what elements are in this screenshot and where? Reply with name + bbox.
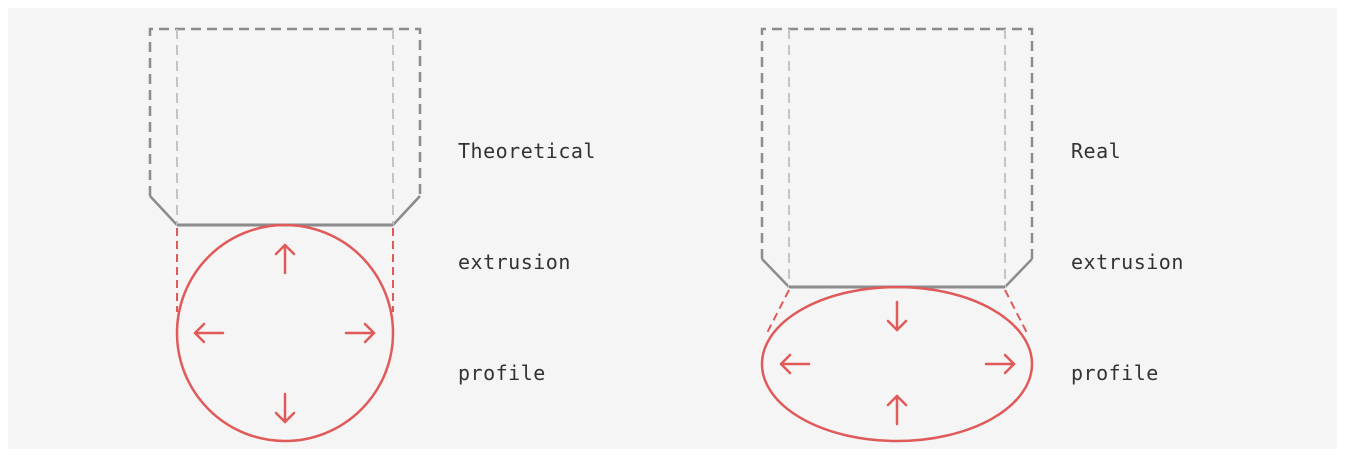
real-label-line-2: extrusion bbox=[1071, 250, 1184, 274]
theoretical-label: Theoretical extrusion profile bbox=[458, 59, 596, 429]
real-guide-left bbox=[765, 289, 790, 336]
real-label-line-3: profile bbox=[1071, 361, 1159, 385]
real-guide-right bbox=[1004, 289, 1029, 336]
real-nozzle-outline bbox=[760, 27, 1034, 259]
theoretical-nozzle-outline bbox=[148, 27, 422, 226]
theoretical-nozzle-outline-left-tip bbox=[149, 195, 178, 226]
theoretical-label-line-3: profile bbox=[458, 361, 546, 385]
theoretical-nozzle-outline-right-tip bbox=[392, 195, 421, 226]
real-nozzle-outline-right-tip bbox=[1004, 258, 1033, 288]
theoretical-label-line-1: Theoretical bbox=[458, 139, 596, 163]
real-arrow-down-icon bbox=[886, 300, 908, 332]
theoretical-diagram bbox=[148, 27, 422, 443]
real-nozzle-outline-left-tip bbox=[761, 258, 790, 288]
real-arrow-up-icon bbox=[886, 394, 908, 426]
theoretical-arrow-down-icon bbox=[274, 392, 296, 424]
real-label-line-1: Real bbox=[1071, 139, 1122, 163]
real-profile-ellipse bbox=[760, 285, 1034, 443]
theoretical-arrow-right-icon bbox=[344, 322, 376, 344]
theoretical-arrow-left-icon bbox=[193, 322, 225, 344]
theoretical-profile-circle bbox=[175, 223, 395, 443]
theoretical-arrow-up-icon bbox=[274, 243, 296, 275]
theoretical-label-line-2: extrusion bbox=[458, 250, 571, 274]
real-arrow-left-icon bbox=[779, 353, 811, 375]
real-arrow-right-icon bbox=[984, 353, 1016, 375]
real-label: Real extrusion profile bbox=[1071, 59, 1184, 429]
diagram-panel bbox=[8, 8, 1337, 449]
real-diagram bbox=[760, 27, 1034, 443]
